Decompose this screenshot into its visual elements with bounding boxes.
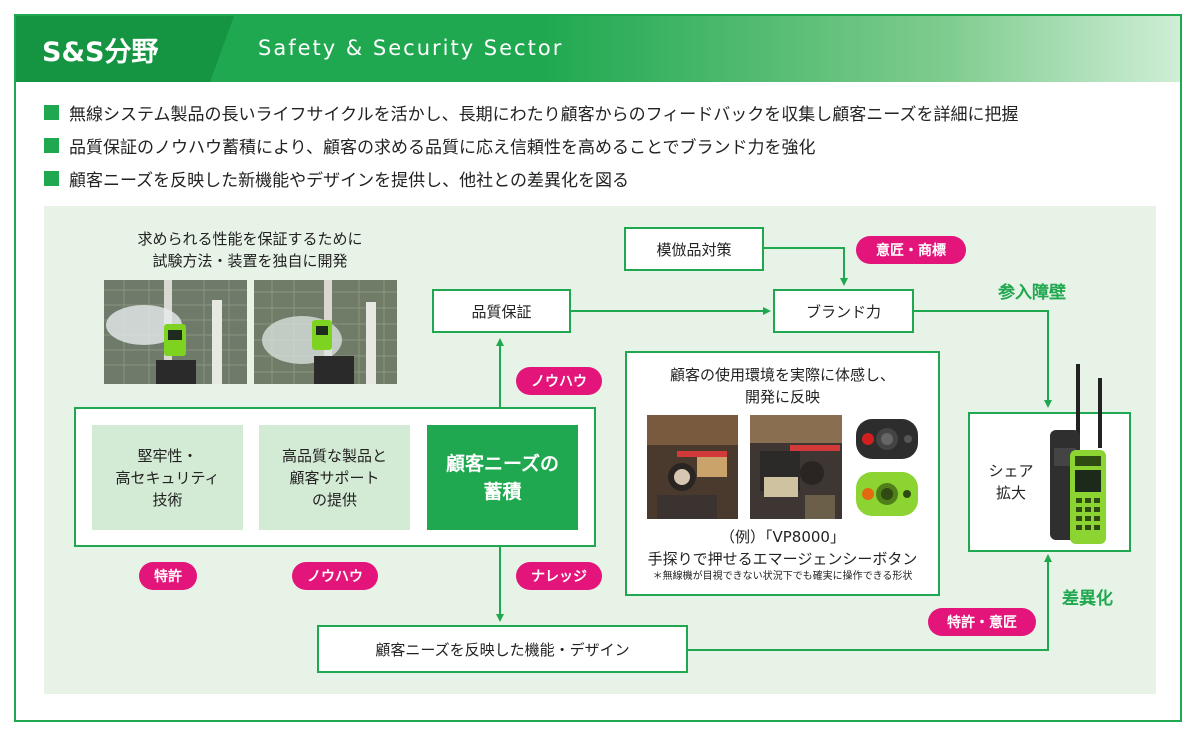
example-note: ＊無線機が目視できない状況下でも確実に操作できる形状 xyxy=(652,571,913,582)
bullet-item: 品質保証のノウハウ蓄積により、顧客の求める品質に応え信頼性を高めることでブランド… xyxy=(44,129,1018,162)
bullet-text: 無線システム製品の長いライフサイクルを活かし、長期にわたり顧客からのフィードバッ… xyxy=(69,105,1019,125)
radio-device-image xyxy=(1040,360,1112,546)
knowledge-tag: ナレッジ xyxy=(516,562,602,590)
bullet-square-icon xyxy=(44,105,59,120)
outer-frame xyxy=(14,14,1182,722)
customer-needs-accumulation-box: 顧客ニーズの 蓄積 xyxy=(427,425,578,530)
firefighter-photo-1 xyxy=(647,415,738,519)
brand-power-box: ブランド力 xyxy=(773,289,914,333)
bullet-list: 無線システム製品の長いライフサイクルを活かし、長期にわたり顧客からのフィードバッ… xyxy=(44,96,1018,195)
test-caption: 求められる性能を保証するために 試験方法・装置を独自に開発 xyxy=(137,230,363,270)
entry-barrier-label: 参入障壁 xyxy=(998,283,1066,303)
patent-tag: 特許 xyxy=(139,562,197,590)
reflected-features-box: 顧客ニーズを反映した機能・デザイン xyxy=(317,625,688,673)
hq-products-support-box: 高品質な製品と 顧客サポート の提供 xyxy=(259,425,410,530)
page-subtitle: Safety & Security Sector xyxy=(258,36,564,60)
patent-design-tag: 特許・意匠 xyxy=(928,608,1036,636)
bullet-square-icon xyxy=(44,171,59,186)
design-trademark-tag: 意匠・商標 xyxy=(856,236,966,264)
emergency-button-device-green xyxy=(852,468,922,520)
emergency-button-device-dark xyxy=(852,415,922,463)
page-title: S&S分野 xyxy=(42,37,159,68)
water-test-photo-2 xyxy=(254,280,397,384)
bullet-square-icon xyxy=(44,138,59,153)
environment-caption: 顧客の使用環境を実際に体感し、 開発に反映 xyxy=(669,366,895,406)
bullet-text: 品質保証のノウハウ蓄積により、顧客の求める品質に応え信頼性を高めることでブランド… xyxy=(69,138,816,158)
differentiation-label: 差異化 xyxy=(1062,589,1113,609)
knowhow-tag-bottom: ノウハウ xyxy=(292,562,378,590)
quality-assurance-box: 品質保証 xyxy=(432,289,571,333)
knowhow-tag-top: ノウハウ xyxy=(516,367,602,395)
water-test-photo-1 xyxy=(104,280,247,384)
bullet-item: 顧客ニーズを反映した新機能やデザインを提供し、他社との差異化を図る xyxy=(44,162,1018,195)
bullet-item: 無線システム製品の長いライフサイクルを活かし、長期にわたり顧客からのフィードバッ… xyxy=(44,96,1018,129)
header-title-tab xyxy=(16,16,234,82)
example-caption: （例）「VP8000」 手探りで押せるエマージェンシーボタン xyxy=(647,528,918,568)
robust-security-tech-box: 堅牢性・ 高セキュリティ 技術 xyxy=(92,425,243,530)
firefighter-photo-2 xyxy=(750,415,842,519)
share-expansion-label: シェア 拡大 xyxy=(988,462,1034,502)
counterfeit-box: 模倣品対策 xyxy=(624,227,764,271)
bullet-text: 顧客ニーズを反映した新機能やデザインを提供し、他社との差異化を図る xyxy=(69,171,629,191)
